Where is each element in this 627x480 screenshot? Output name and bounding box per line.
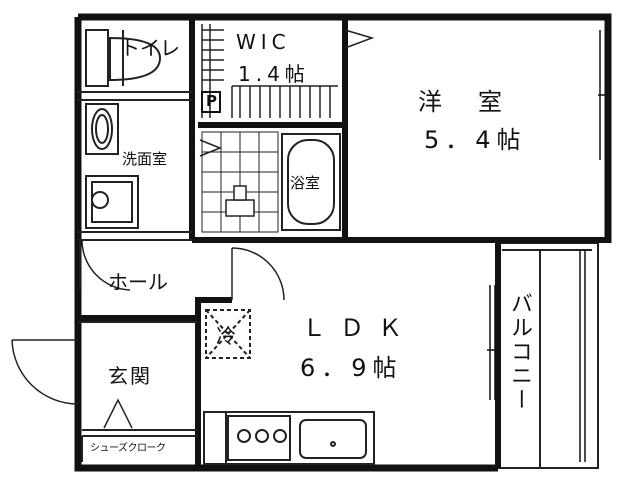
thin-lines (78, 91, 198, 462)
label-fridge: 冷 (216, 324, 236, 348)
outer-walls (74, 13, 612, 472)
shoe-closet-marker (103, 398, 133, 429)
doors (11, 29, 375, 405)
label-washroom: 洗面室 (122, 150, 168, 168)
wash-basin (85, 103, 119, 155)
label-entrance: 玄関 (108, 364, 152, 388)
label-western-size: 5．4帖 (424, 126, 527, 154)
label-western-room: 洋 室 (418, 88, 508, 116)
label-toilet: トイレ (120, 36, 180, 60)
toilet-fixture (85, 29, 162, 87)
label-ldk: ＬＤＫ (302, 314, 416, 342)
label-shoe-closet: シューズクローク (90, 443, 166, 454)
pipe-space (201, 91, 221, 113)
fridge-space (205, 309, 251, 359)
label-pipe: P (206, 92, 217, 110)
windows (487, 30, 610, 462)
bathtub (281, 133, 341, 231)
wic-shelf (201, 24, 338, 118)
label-hall: ホール (108, 270, 168, 294)
label-bath: 浴室 (290, 174, 321, 192)
bath-floor-grid (201, 131, 279, 233)
washer-pan (85, 175, 139, 229)
interior-walls (78, 17, 608, 468)
kitchen-counter (203, 411, 375, 465)
label-balcony: バルコニー (507, 292, 532, 412)
label-ldk-size: 6．9帖 (300, 354, 403, 382)
label-wic: WIC (236, 30, 291, 54)
label-wic-size: 1.4帖 (238, 62, 310, 86)
